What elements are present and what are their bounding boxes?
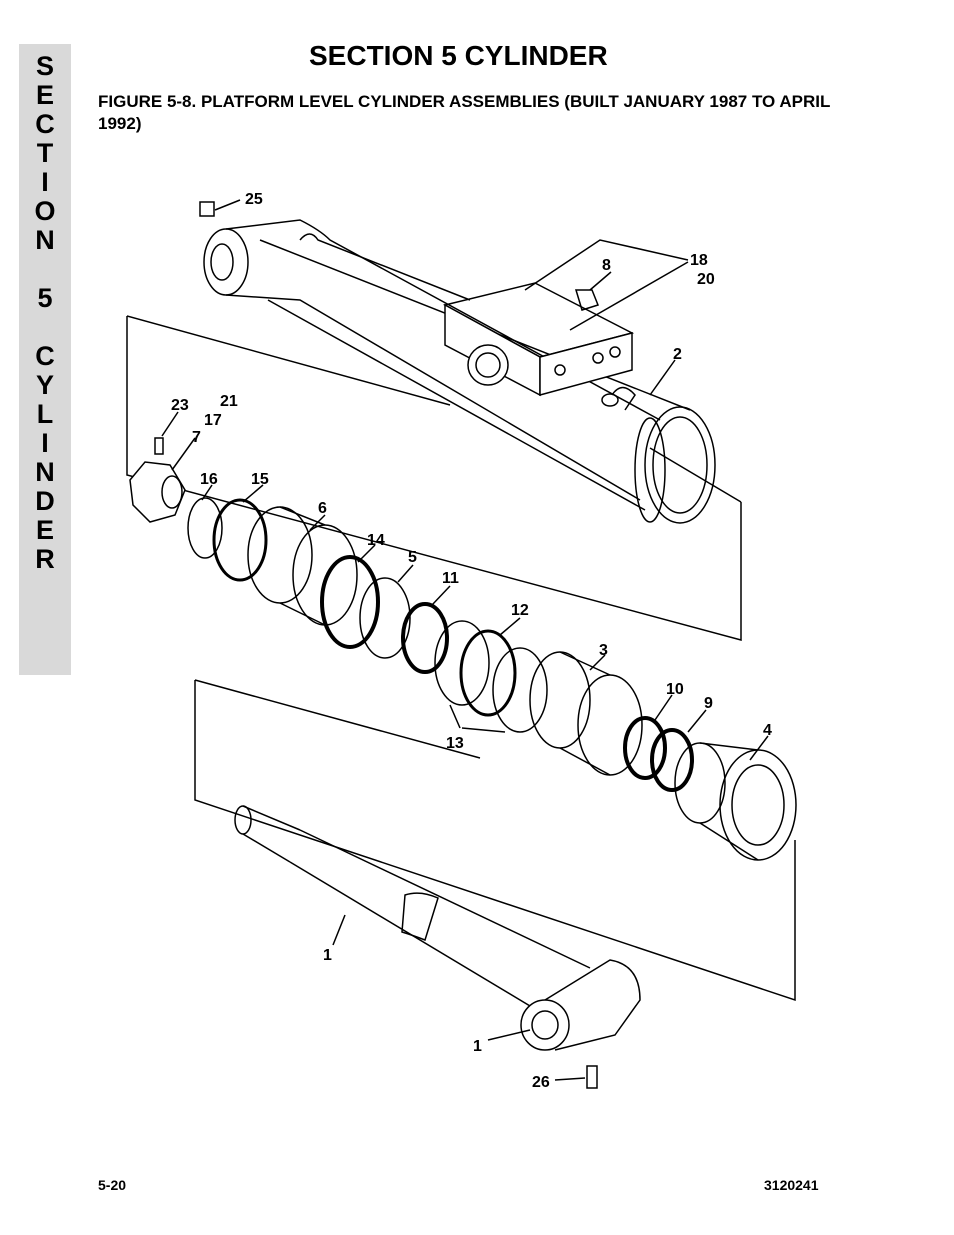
- side-letter: L: [36, 399, 54, 429]
- piston-rod-1: [234, 805, 641, 1051]
- callout-17: 17: [204, 412, 222, 429]
- callout-15: 15: [251, 471, 269, 488]
- seal-10: [623, 716, 667, 780]
- callout-1-rod: 1: [323, 947, 332, 964]
- callout-6: 6: [318, 500, 327, 517]
- callout-21: 21: [220, 393, 238, 410]
- seal-9: [650, 728, 694, 792]
- callout-3: 3: [599, 642, 608, 659]
- callout-18: 18: [690, 252, 708, 269]
- page-number: 5-20: [98, 1177, 127, 1193]
- callout-26: 26: [532, 1074, 550, 1091]
- upper-plane-top-edge: [126, 315, 451, 406]
- side-letter: C: [35, 109, 55, 139]
- seal-14: [320, 555, 380, 649]
- callout-4: 4: [763, 722, 772, 739]
- side-letter: I: [41, 428, 49, 458]
- figure-caption: FIGURE 5-8. PLATFORM LEVEL CYLINDER ASSE…: [98, 92, 831, 133]
- callout-20: 20: [697, 271, 715, 288]
- upper-plane-outline: [126, 316, 742, 641]
- callout-23: 23: [171, 397, 189, 414]
- side-letter: T: [36, 138, 54, 168]
- grease-fitting-26: [586, 1065, 598, 1089]
- seal-12: [459, 629, 517, 717]
- callout-1-eye: 1: [473, 1038, 482, 1055]
- document-number: 3120241: [764, 1177, 819, 1193]
- seal-11: [401, 602, 449, 674]
- callout-13: 13: [446, 735, 464, 752]
- side-letter: Y: [35, 370, 54, 400]
- side-tab-letters: S E C T I O N 5 C Y L I N D E R: [19, 52, 71, 574]
- side-letter: I: [41, 167, 49, 197]
- o-ring-16: [187, 497, 223, 559]
- callout-9: 9: [704, 695, 713, 712]
- piston-3: [529, 651, 643, 776]
- callout-12: 12: [511, 602, 529, 619]
- side-letter: C: [35, 341, 55, 371]
- callout-7: 7: [192, 429, 201, 446]
- callout-11: 11: [442, 570, 459, 587]
- lower-plane-outline: [194, 680, 796, 1002]
- section-side-tab: S E C T I O N 5 C Y L I N D E R: [19, 44, 71, 675]
- backup-ring-13a: [434, 620, 490, 706]
- lock-nut: [129, 437, 186, 523]
- side-letter: S: [35, 51, 54, 81]
- section-title: SECTION 5 CYLINDER: [309, 40, 608, 71]
- callout-16: 16: [200, 471, 218, 488]
- callout-10: 10: [666, 681, 684, 698]
- callout-8: 8: [602, 257, 611, 274]
- spacer-5: [359, 577, 411, 659]
- side-letter: 5: [37, 283, 53, 313]
- grease-fitting-25: [199, 201, 215, 217]
- callout-25: 25: [245, 191, 263, 208]
- side-letter: O: [34, 196, 56, 226]
- lower-plane-top-edge: [194, 679, 481, 759]
- barrel-assembly: [203, 219, 716, 524]
- side-letter: N: [35, 225, 55, 255]
- backup-ring-13b: [492, 647, 548, 733]
- side-letter: D: [35, 486, 55, 516]
- callout-2: 2: [673, 346, 682, 363]
- side-letter: R: [35, 544, 55, 574]
- side-letter: E: [35, 515, 54, 545]
- callout-5: 5: [408, 549, 417, 566]
- callout-14: 14: [367, 532, 385, 549]
- wiper-ring-15: [212, 498, 268, 582]
- side-letter: N: [35, 457, 55, 487]
- valve-block: [442, 282, 635, 397]
- side-letter: E: [35, 80, 54, 110]
